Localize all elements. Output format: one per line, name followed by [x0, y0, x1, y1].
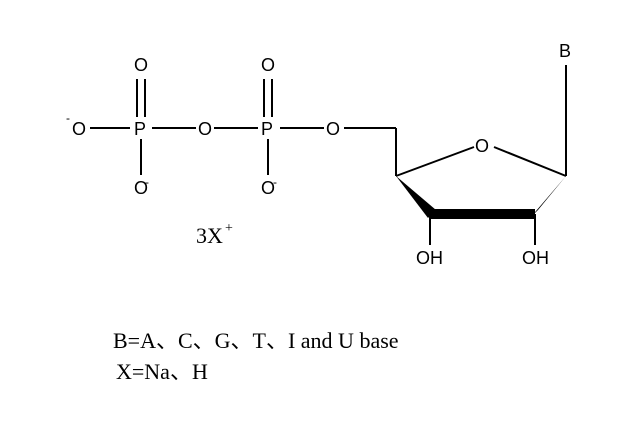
oxygen-ring: O	[475, 136, 489, 156]
base-label: B	[559, 41, 571, 61]
bold-bond-c3-c2	[430, 209, 535, 219]
counterion: 3X +	[196, 221, 233, 248]
wedge-c4-c3	[396, 176, 436, 218]
wedge-c1-c2	[530, 176, 566, 218]
charge-left-oxygen: -	[66, 111, 70, 125]
charge-p1-bottom: -	[145, 175, 149, 189]
atom-labels: - O O P O - O O P O - O O B OH OH	[66, 41, 571, 268]
oxygen-p2-top: O	[261, 55, 275, 75]
wedge-bonds	[396, 176, 566, 219]
oxygen-left: O	[72, 119, 86, 139]
oxygen-p1-bottom: O	[134, 178, 148, 198]
counterion-symbol: 3X	[196, 223, 223, 248]
legend-base-definition: B=A、C、G、T、I and U base	[113, 328, 399, 353]
charge-p2-bottom: -	[273, 175, 277, 189]
oxygen-bridge: O	[198, 119, 212, 139]
legend: B=A、C、G、T、I and U base X=Na、H	[113, 328, 399, 384]
bond-lines	[90, 65, 567, 245]
bond-c4-ringo	[395, 146, 475, 177]
phosphorus-1: P	[134, 119, 146, 139]
hydroxyl-c3: OH	[416, 248, 443, 268]
oxygen-ester: O	[326, 119, 340, 139]
legend-counterion-definition: X=Na、H	[116, 359, 208, 384]
hydroxyl-c2: OH	[522, 248, 549, 268]
counterion-charge: +	[225, 221, 233, 236]
bond-ringo-c1	[493, 146, 567, 177]
oxygen-p2-bottom: O	[261, 178, 275, 198]
oxygen-p1-top: O	[134, 55, 148, 75]
phosphorus-2: P	[261, 119, 273, 139]
